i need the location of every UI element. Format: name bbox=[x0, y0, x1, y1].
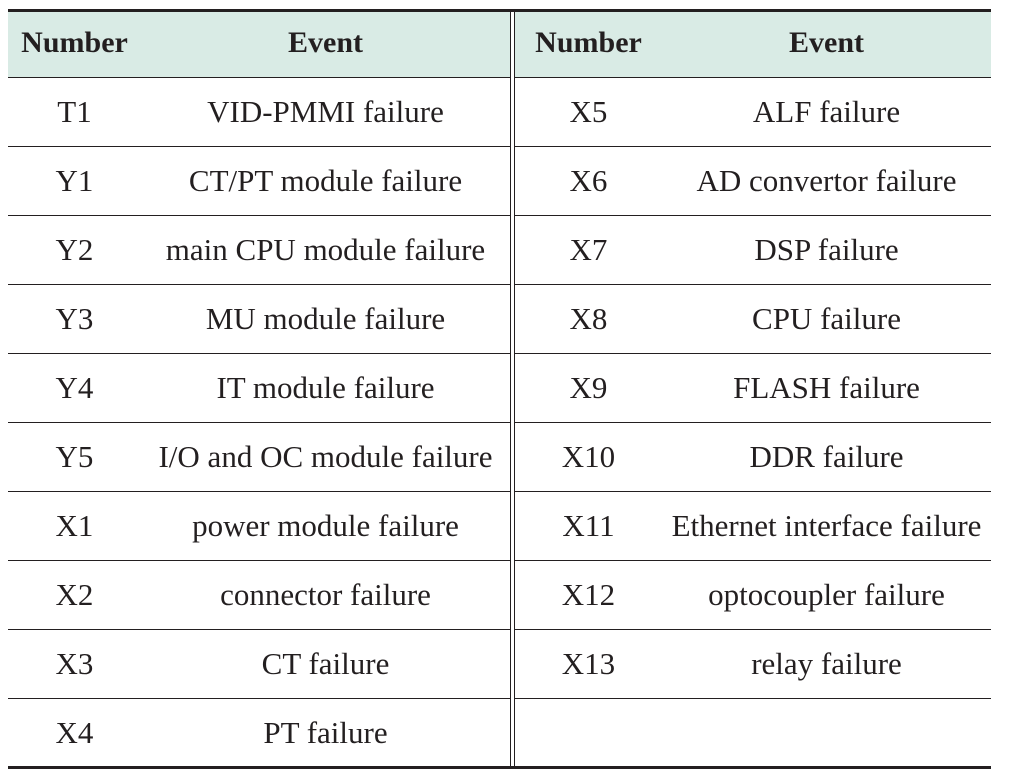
event-number-cell: X4 bbox=[55, 715, 94, 750]
table-row: X8 CPU failure bbox=[515, 285, 991, 354]
header-row-left: Number Event bbox=[8, 9, 510, 78]
double-column-divider bbox=[510, 9, 515, 769]
event-description-cell: IT module failure bbox=[216, 370, 435, 405]
table-row: X11 Ethernet interface failure bbox=[515, 492, 991, 561]
event-number-cell: T1 bbox=[57, 94, 92, 129]
table-row: X9 FLASH failure bbox=[515, 354, 991, 423]
event-description-cell: FLASH failure bbox=[733, 370, 920, 405]
header-event-left: Event bbox=[288, 26, 363, 59]
table-row: Y4 IT module failure bbox=[8, 354, 510, 423]
table-row: Y1 CT/PT module failure bbox=[8, 147, 510, 216]
event-number-cell: X2 bbox=[55, 577, 94, 612]
event-description-cell: Ethernet interface failure bbox=[671, 508, 982, 543]
event-description-cell: power module failure bbox=[192, 508, 459, 543]
event-description-cell: CPU failure bbox=[752, 301, 901, 336]
table-row: X5 ALF failure bbox=[515, 78, 991, 147]
event-description-cell: CT/PT module failure bbox=[188, 163, 463, 198]
event-number-cell: Y3 bbox=[55, 301, 94, 336]
event-number-cell: X13 bbox=[561, 646, 616, 681]
event-number-cell: X12 bbox=[561, 577, 616, 612]
event-description-cell: relay failure bbox=[751, 646, 902, 681]
event-number-cell: X9 bbox=[569, 370, 608, 405]
event-number-cell: Y1 bbox=[55, 163, 94, 198]
event-number-cell: X1 bbox=[55, 508, 94, 543]
event-description-cell: CT failure bbox=[261, 646, 390, 681]
event-number-cell: X10 bbox=[561, 439, 616, 474]
table-row: Y3 MU module failure bbox=[8, 285, 510, 354]
event-number-cell: X11 bbox=[562, 508, 615, 543]
table-row: Y2 main CPU module failure bbox=[8, 216, 510, 285]
table-row: X7 DSP failure bbox=[515, 216, 991, 285]
event-description-cell: DDR failure bbox=[749, 439, 904, 474]
event-description-cell: ALF failure bbox=[752, 94, 901, 129]
event-description-cell: connector failure bbox=[220, 577, 431, 612]
table-row: X13 relay failure bbox=[515, 630, 991, 699]
table-row: X3 CT failure bbox=[8, 630, 510, 699]
table-row: T1 VID-PMMI failure bbox=[8, 78, 510, 147]
header-number-left: Number bbox=[21, 26, 128, 59]
table-row: Y5 I/O and OC module failure bbox=[8, 423, 510, 492]
table-row: X1 power module failure bbox=[8, 492, 510, 561]
event-number-cell: Y5 bbox=[55, 439, 94, 474]
header-row-right: Number Event bbox=[515, 9, 991, 78]
event-description-cell: main CPU module failure bbox=[165, 232, 486, 267]
header-number-right: Number bbox=[535, 26, 642, 59]
table-row: X12 optocoupler failure bbox=[515, 561, 991, 630]
event-number-cell: X3 bbox=[55, 646, 94, 681]
table-row: X4 PT failure bbox=[8, 699, 510, 768]
event-description-cell: optocoupler failure bbox=[708, 577, 945, 612]
event-description-cell: I/O and OC module failure bbox=[158, 439, 493, 474]
table-row: X10 DDR failure bbox=[515, 423, 991, 492]
event-number-cell: Y2 bbox=[55, 232, 94, 267]
event-description-cell: DSP failure bbox=[754, 232, 899, 267]
event-number-cell: X5 bbox=[569, 94, 608, 129]
event-number-cell: X6 bbox=[569, 163, 608, 198]
event-number-cell: Y4 bbox=[55, 370, 94, 405]
event-description-cell: PT failure bbox=[263, 715, 388, 750]
event-description-cell: VID-PMMI failure bbox=[207, 94, 444, 129]
header-event-right: Event bbox=[789, 26, 864, 59]
event-description-cell: MU module failure bbox=[205, 301, 446, 336]
table-row: X2 connector failure bbox=[8, 561, 510, 630]
event-description-cell: AD convertor failure bbox=[696, 163, 957, 198]
event-number-cell: X7 bbox=[569, 232, 608, 267]
event-number-cell: X8 bbox=[569, 301, 608, 336]
table-row: X6 AD convertor failure bbox=[515, 147, 991, 216]
